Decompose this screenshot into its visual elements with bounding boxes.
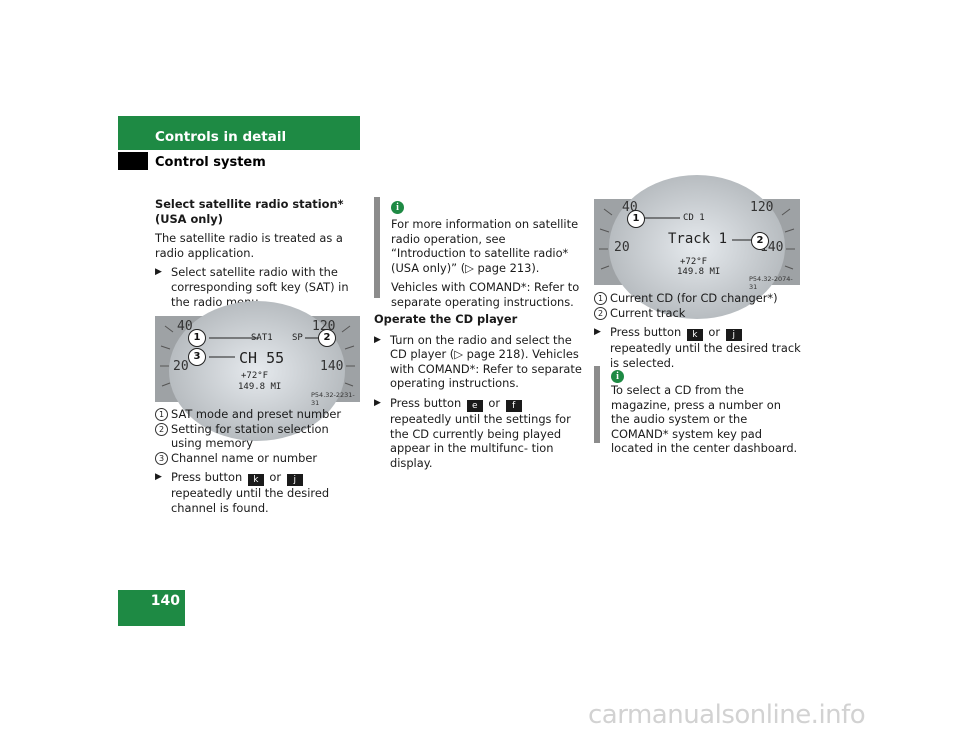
mileage-readout: 149.8 MI bbox=[238, 382, 282, 392]
left-column: Select satellite radio station* (USA onl… bbox=[155, 197, 360, 309]
dial-label-40: 40 bbox=[177, 319, 193, 334]
bullet-text: Press button bbox=[610, 325, 682, 340]
subsection-marker bbox=[118, 152, 148, 170]
legend-text: Channel name or number bbox=[171, 450, 318, 465]
left-bullet-2: ▶ Press button k or j repeatedly until t… bbox=[155, 470, 360, 515]
bullet-text: repeatedly until the desired channel is … bbox=[171, 486, 330, 515]
sat-radio-dial-graphic bbox=[155, 301, 360, 441]
left-heading-1: Select satellite radio station* bbox=[155, 197, 344, 211]
legend-item-3: 3 Channel name or number bbox=[155, 451, 360, 466]
info-icon: i bbox=[611, 370, 624, 383]
temperature-readout: +72°F bbox=[680, 257, 708, 267]
note-text-2: Vehicles with COMAND*: Refer to separate… bbox=[391, 280, 580, 309]
bullet-text: Turn on the radio and select the CD play… bbox=[390, 332, 582, 391]
image-code: P54.32-2231-31 bbox=[311, 391, 355, 407]
legend-number-badge: 3 bbox=[155, 451, 168, 465]
cd-label: CD 1 bbox=[683, 213, 705, 223]
bullet-arrow-icon: ▶ bbox=[155, 267, 162, 278]
legend-number-badge: 2 bbox=[155, 422, 168, 436]
legend-number-badge: 2 bbox=[594, 306, 607, 320]
bullet-text: or bbox=[488, 395, 501, 410]
middle-heading: Operate the CD player bbox=[374, 312, 518, 326]
button-k-icon: k bbox=[686, 329, 703, 342]
left-bullet-1-text: Select satellite radio with the correspo… bbox=[171, 265, 349, 309]
page-number-box bbox=[118, 590, 185, 626]
sp-label: SP bbox=[292, 333, 303, 343]
dial-label-120: 120 bbox=[750, 200, 774, 215]
bullet-text: Press button bbox=[171, 470, 243, 485]
section-title: Controls in detail bbox=[155, 129, 287, 145]
left-intro: The satellite radio is treated as a radi… bbox=[155, 231, 343, 260]
bullet-text: or bbox=[269, 470, 282, 485]
temperature-readout: +72°F bbox=[241, 371, 269, 381]
button-j-icon: j bbox=[286, 474, 303, 487]
middle-bullet-1: ▶ Turn on the radio and select the CD pl… bbox=[374, 333, 582, 391]
bullet-text: or bbox=[708, 325, 721, 340]
legend-number-badge: 1 bbox=[155, 408, 168, 421]
note-bar bbox=[374, 197, 380, 298]
watermark: carmanualsonline.info bbox=[588, 700, 866, 730]
legend-text: SAT mode and preset number bbox=[171, 407, 342, 421]
page-number: 140 bbox=[150, 593, 180, 609]
callout-1: 1 bbox=[188, 329, 206, 347]
left-legend: 1 SAT mode and preset number 2 Setting f… bbox=[155, 407, 360, 516]
button-e-icon: e bbox=[466, 399, 483, 412]
right-legend: 1 Current CD (for CD changer*) 2 Current… bbox=[594, 291, 802, 370]
note-text-1: For more information on satellite radio … bbox=[391, 217, 579, 275]
legend-item-1: 1 Current CD (for CD changer*) bbox=[594, 291, 802, 306]
bullet-arrow-icon: ▶ bbox=[374, 397, 381, 408]
middle-bullet-2: ▶ Press button e or f repeatedly until t… bbox=[374, 396, 582, 470]
sat-radio-cluster-image: 40 20 120 140 SAT1 SP CH 55 +72°F 149.8 … bbox=[155, 301, 360, 441]
subsection-title: Control system bbox=[155, 155, 266, 170]
image-code: P54.32-2074-31 bbox=[749, 275, 793, 291]
legend-text: Setting for station selection using memo… bbox=[171, 421, 329, 451]
bullet-text: repeatedly until the desired track is se… bbox=[610, 341, 801, 370]
legend-item-1: 1 SAT mode and preset number bbox=[155, 407, 360, 422]
middle-column: Operate the CD player ▶ Turn on the radi… bbox=[374, 312, 582, 470]
mileage-readout: 149.8 MI bbox=[677, 267, 721, 277]
note-bar bbox=[594, 366, 600, 443]
callout-2: 2 bbox=[751, 232, 769, 250]
dial-label-20: 20 bbox=[173, 359, 189, 374]
bullet-text: Press button bbox=[390, 395, 462, 410]
left-bullet-1: ▶ Select satellite radio with the corres… bbox=[155, 265, 360, 309]
bullet-arrow-icon: ▶ bbox=[374, 334, 381, 345]
button-j-icon: j bbox=[725, 329, 742, 342]
sat-mode-label: SAT1 bbox=[251, 333, 273, 343]
callout-1: 1 bbox=[627, 210, 645, 228]
cd-cluster-image: 40 20 120 140 CD 1 Track 1 +72°F 149.8 M… bbox=[594, 175, 800, 319]
legend-text: Current track bbox=[610, 305, 686, 320]
button-f-icon: f bbox=[505, 399, 522, 412]
legend-text: Current CD (for CD changer*) bbox=[610, 291, 778, 305]
bullet-text: repeatedly until the settings for the CD… bbox=[390, 411, 571, 470]
info-icon: i bbox=[391, 201, 404, 214]
track-label: Track 1 bbox=[668, 231, 728, 247]
right-bullet: ▶ Press button k or j repeatedly until t… bbox=[594, 325, 802, 370]
legend-item-2: 2 Current track bbox=[594, 306, 802, 321]
callout-3: 3 bbox=[188, 348, 206, 366]
right-note: To select a CD from the magazine, press … bbox=[611, 383, 803, 456]
note-text: To select a CD from the magazine, press … bbox=[611, 383, 798, 456]
callout-2: 2 bbox=[318, 329, 336, 347]
bullet-arrow-icon: ▶ bbox=[155, 472, 162, 483]
left-heading-2: (USA only) bbox=[155, 211, 223, 226]
dial-label-140: 140 bbox=[320, 359, 344, 374]
button-k-icon: k bbox=[247, 474, 264, 487]
legend-number-badge: 1 bbox=[594, 292, 607, 305]
header-band bbox=[118, 116, 360, 150]
bullet-arrow-icon: ▶ bbox=[594, 327, 601, 338]
middle-note: For more information on satellite radio … bbox=[391, 217, 583, 310]
legend-item-2: 2 Setting for station selection using me… bbox=[155, 422, 360, 451]
dial-label-20: 20 bbox=[614, 240, 630, 255]
channel-label: CH 55 bbox=[239, 349, 285, 367]
